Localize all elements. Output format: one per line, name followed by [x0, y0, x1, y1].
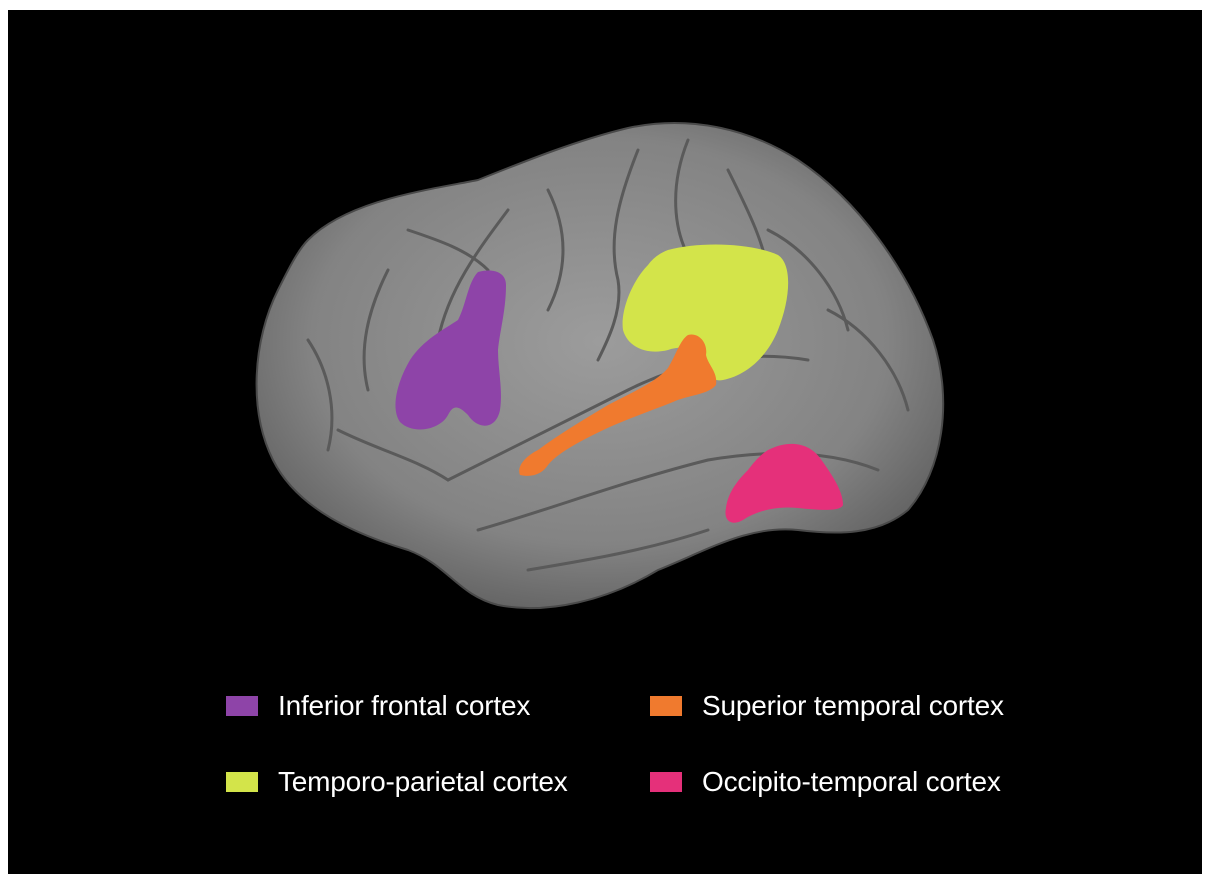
brain-illustration	[8, 10, 1202, 874]
legend-label-occipito-temporal: Occipito-temporal cortex	[702, 766, 1001, 798]
legend-swatch-inferior-frontal	[226, 696, 258, 716]
legend-item-superior-temporal: Superior temporal cortex	[650, 690, 1004, 722]
legend-swatch-occipito-temporal	[650, 772, 682, 792]
legend-item-temporo-parietal: Temporo-parietal cortex	[226, 766, 568, 798]
legend-label-superior-temporal: Superior temporal cortex	[702, 690, 1004, 722]
figure-frame: Inferior frontal cortex Superior tempora…	[8, 10, 1202, 874]
legend-item-occipito-temporal: Occipito-temporal cortex	[650, 766, 1001, 798]
legend-label-inferior-frontal: Inferior frontal cortex	[278, 690, 530, 722]
brain-hemisphere	[257, 123, 944, 608]
legend-swatch-superior-temporal	[650, 696, 682, 716]
legend-label-temporo-parietal: Temporo-parietal cortex	[278, 766, 568, 798]
legend-swatch-temporo-parietal	[226, 772, 258, 792]
legend-item-inferior-frontal: Inferior frontal cortex	[226, 690, 530, 722]
